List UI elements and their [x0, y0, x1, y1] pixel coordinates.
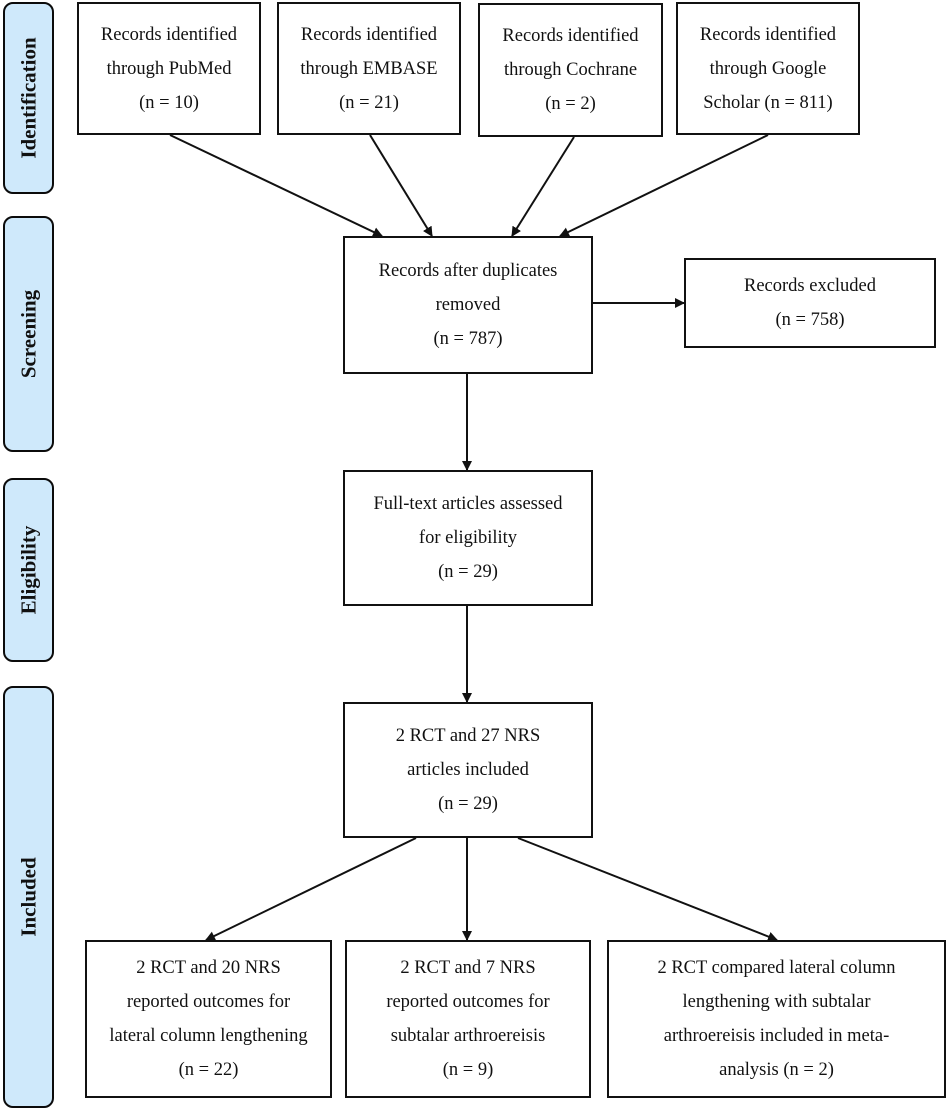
box-lcl-line1: 2 RCT and 20 NRS [136, 958, 281, 978]
box-pubmed-count: (n = 10) [139, 92, 199, 113]
box-google-scholar-line2: through Google [709, 58, 827, 79]
arrow-pubmed-to-dedup [169, 134, 383, 237]
box-lcl-count: (n = 22) [178, 1060, 239, 1080]
box-google-scholar-line1: Records identified [699, 24, 837, 45]
arrow-included-to-meta [517, 837, 778, 942]
box-lateral-column-lengthening: 2 RCT and 20 NRS reported outcomes for l… [85, 940, 332, 1098]
box-fulltext-assessed: Full-text articles assessed for eligibil… [343, 470, 593, 606]
box-lcl-line2: reported outcomes for [126, 992, 291, 1012]
box-articles-included: 2 RCT and 27 NRS articles included (n = … [343, 702, 593, 838]
phase-eligibility: Eligibility [3, 478, 54, 662]
box-pubmed-line2: through PubMed [106, 58, 232, 79]
box-lcl-line3: lateral column lengthening [109, 1026, 308, 1046]
box-records-excluded: Records excluded (n = 758) [684, 258, 936, 348]
box-after-duplicates-line1: Records after duplicates [378, 261, 558, 281]
box-cochrane-line1: Records identified [502, 26, 639, 46]
box-records-excluded-line1: Records excluded [743, 276, 877, 296]
box-embase-count: (n = 21) [339, 92, 399, 113]
box-records-excluded-count: (n = 758) [775, 310, 845, 330]
box-embase: Records identified through EMBASE (n = 2… [277, 2, 461, 135]
box-after-duplicates-line2: removed [435, 295, 501, 315]
box-subtalar-arthroereisis: 2 RCT and 7 NRS reported outcomes for su… [345, 940, 591, 1098]
box-pubmed: Records identified through PubMed (n = 1… [77, 2, 261, 135]
box-google-scholar-count: Scholar (n = 811) [703, 92, 833, 113]
box-sa-line2: reported outcomes for [386, 992, 550, 1012]
arrow-cochrane-to-dedup [511, 136, 575, 237]
box-embase-line2: through EMBASE [300, 58, 438, 79]
box-meta-line1: 2 RCT compared lateral column [657, 958, 896, 978]
phase-identification: Identification [3, 2, 54, 194]
arrow-included-to-lcl [205, 837, 417, 941]
box-fulltext-line1: Full-text articles assessed [373, 494, 563, 514]
box-after-duplicates: Records after duplicates removed (n = 78… [343, 236, 593, 374]
box-articles-included-count: (n = 29) [438, 794, 498, 814]
box-meta-line2: lengthening with subtalar [682, 992, 871, 1012]
box-sa-line3: subtalar arthroereisis [390, 1026, 546, 1046]
box-cochrane: Records identified through Cochrane (n =… [478, 3, 663, 137]
box-fulltext-line2: for eligibility [418, 528, 518, 548]
box-cochrane-count: (n = 2) [545, 94, 596, 114]
box-google-scholar: Records identified through Google Schola… [676, 2, 860, 135]
box-meta-count: analysis (n = 2) [719, 1060, 834, 1080]
box-embase-line1: Records identified [300, 24, 438, 45]
arrow-scholar-to-dedup [559, 134, 769, 237]
box-pubmed-line1: Records identified [100, 24, 238, 45]
box-sa-line1: 2 RCT and 7 NRS [400, 958, 536, 978]
box-meta-analysis: 2 RCT compared lateral column lengthenin… [607, 940, 946, 1098]
arrow-embase-to-dedup [369, 134, 433, 237]
box-articles-included-line1: 2 RCT and 27 NRS [395, 726, 541, 746]
box-after-duplicates-count: (n = 787) [433, 329, 503, 349]
box-meta-line3: arthroereisis included in meta- [663, 1026, 890, 1046]
box-articles-included-line2: articles included [407, 760, 529, 780]
phase-included: Included [3, 686, 54, 1108]
box-fulltext-count: (n = 29) [438, 562, 498, 582]
phase-screening: Screening [3, 216, 54, 452]
box-cochrane-line2: through Cochrane [503, 60, 638, 80]
box-sa-count: (n = 9) [442, 1060, 494, 1080]
